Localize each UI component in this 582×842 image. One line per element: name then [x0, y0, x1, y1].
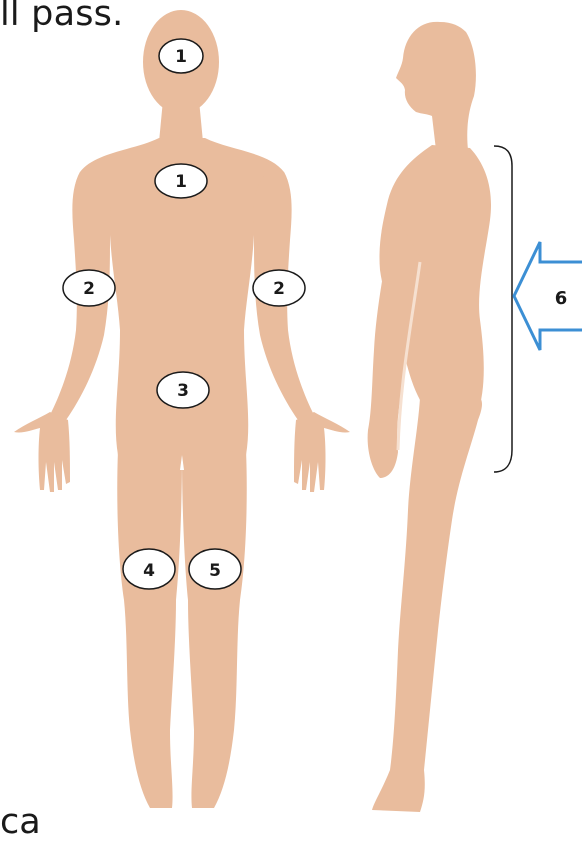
- side-head: [396, 22, 476, 150]
- bottom-text-fragment: ca: [0, 802, 41, 842]
- front-left-hand: [294, 412, 350, 492]
- marker-right-arm-label: 2: [83, 279, 95, 299]
- marker-left-arm-label: 2: [273, 279, 285, 299]
- marker-head: 1: [159, 39, 203, 73]
- marker-left-thigh-label: 5: [209, 561, 221, 581]
- marker-right-thigh: 4: [123, 549, 175, 589]
- marker-left-thigh: 5: [189, 549, 241, 589]
- marker-right-thigh-label: 4: [143, 561, 155, 581]
- front-right-leg: [117, 450, 182, 808]
- region-bracket: [494, 146, 512, 472]
- front-left-leg: [182, 450, 247, 808]
- side-marker-label: 6: [555, 288, 568, 309]
- marker-right-arm: 2: [63, 270, 115, 306]
- marker-upper-back: 1: [155, 164, 207, 198]
- left-arrow-icon: 6: [514, 242, 582, 350]
- marker-head-label: 1: [175, 47, 187, 67]
- marker-lower-back-label: 3: [177, 381, 189, 401]
- front-body-figure: [14, 10, 350, 808]
- body-diagram: 1 1 2 2 3 4 5 6: [0, 0, 582, 821]
- marker-upper-back-label: 1: [175, 172, 187, 192]
- front-right-hand: [14, 412, 70, 492]
- marker-left-arm: 2: [253, 270, 305, 306]
- front-neck: [159, 100, 203, 142]
- marker-lower-back: 3: [157, 372, 209, 408]
- side-body-figure: [368, 22, 491, 812]
